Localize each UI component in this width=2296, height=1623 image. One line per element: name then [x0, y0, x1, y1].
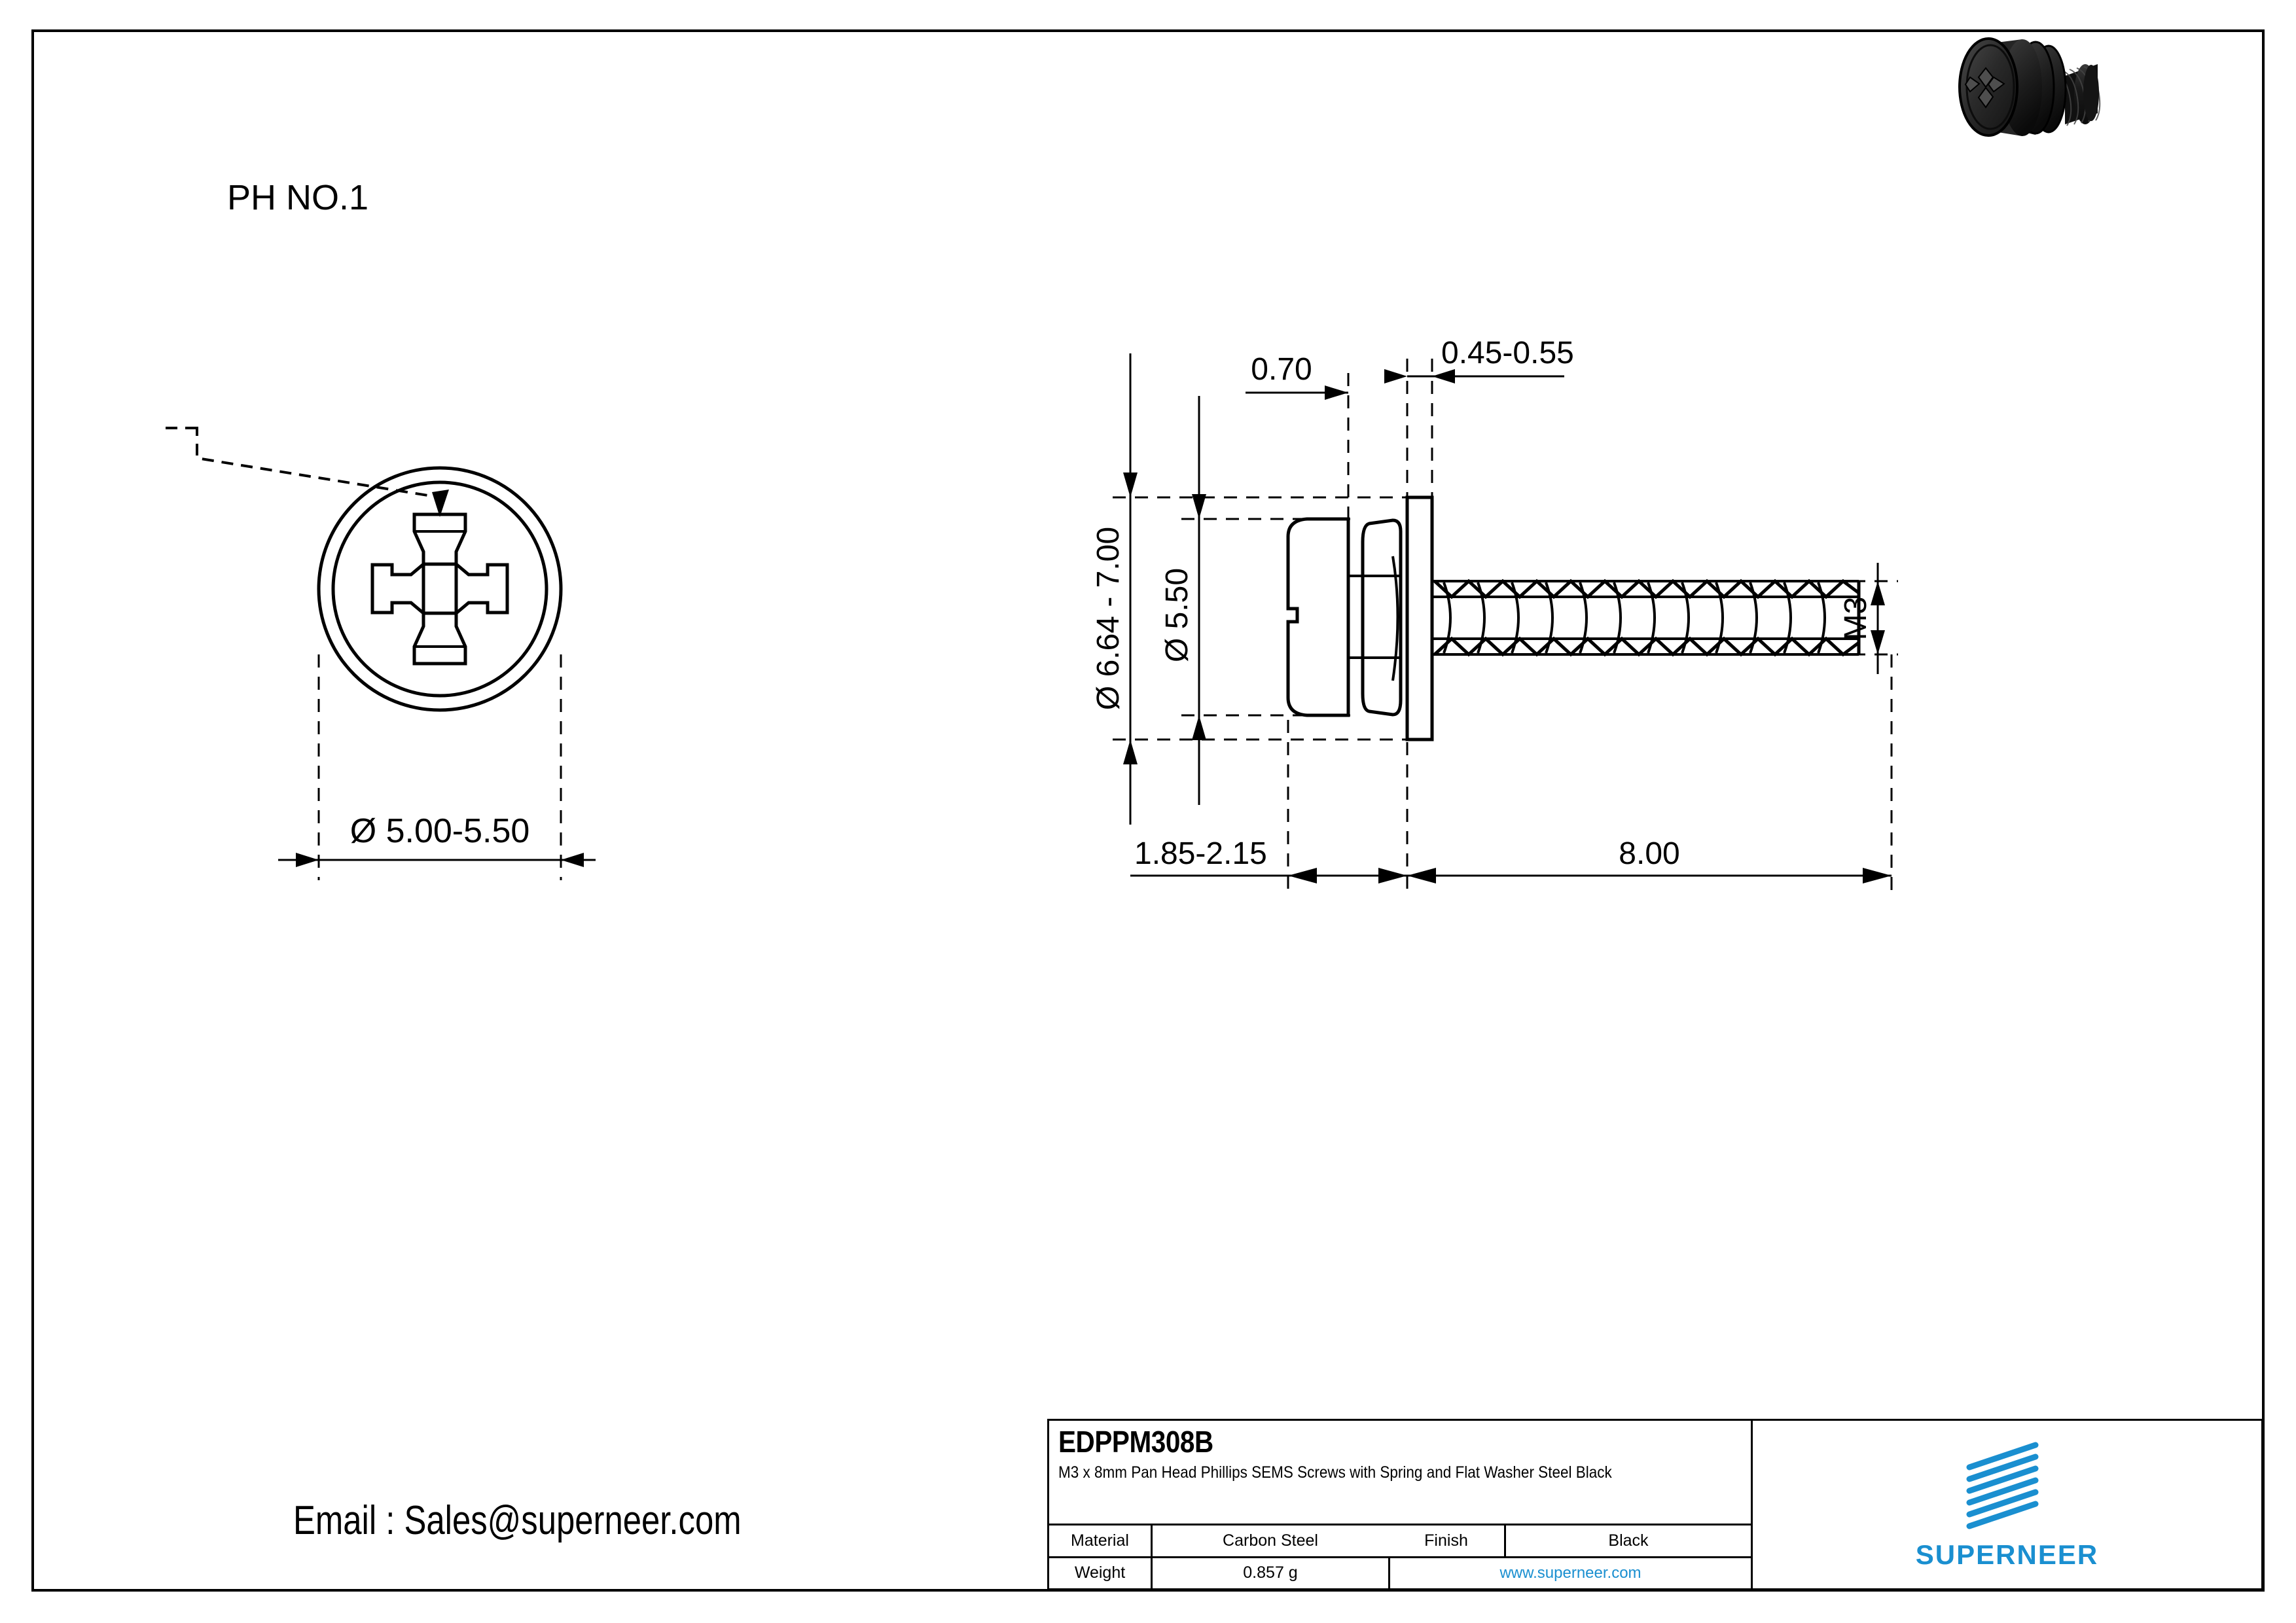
- superneer-logo-icon: [1966, 1442, 2038, 1529]
- finish-value: Black: [1608, 1531, 1649, 1550]
- weight-label: Weight: [1049, 1558, 1153, 1588]
- title-block-left: EDPPM308B M3 x 8mm Pan Head Phillips SEM…: [1049, 1421, 1753, 1588]
- material-value: Carbon Steel: [1223, 1531, 1318, 1550]
- phillips-recess-icon: [1964, 67, 2005, 109]
- title-block-spec-rows: Material Carbon Steel Finish Black Weigh…: [1049, 1525, 1751, 1588]
- material-label: Material: [1049, 1525, 1153, 1556]
- website-link[interactable]: www.superneer.com: [1388, 1558, 1751, 1588]
- finish-label: Finish: [1388, 1525, 1506, 1556]
- title-block-description-area: EDPPM308B M3 x 8mm Pan Head Phillips SEM…: [1049, 1421, 1751, 1525]
- brand-name: SUPERNEER: [1915, 1539, 2099, 1570]
- title-block: EDPPM308B M3 x 8mm Pan Head Phillips SEM…: [1047, 1419, 2263, 1590]
- email-text: Email : Sales@superneer.com: [293, 1498, 742, 1543]
- screw-3d-render: [1958, 37, 2101, 137]
- part-description: M3 x 8mm Pan Head Phillips SEMS Screws w…: [1058, 1463, 1612, 1482]
- drawing-sheet-frame: [31, 29, 2265, 1592]
- pan-head: [1958, 37, 2042, 137]
- material-finish-row: Material Carbon Steel Finish Black: [1049, 1525, 1751, 1558]
- part-number: EDPPM308B: [1058, 1425, 1213, 1459]
- weight-value: 0.857 g: [1243, 1563, 1298, 1582]
- weight-url-row: Weight 0.857 g www.superneer.com: [1049, 1558, 1751, 1588]
- product-3d-image: [1957, 25, 2238, 139]
- brand-logo-cell: SUPERNEER: [1753, 1421, 2261, 1588]
- screw-shaft: [2054, 64, 2101, 126]
